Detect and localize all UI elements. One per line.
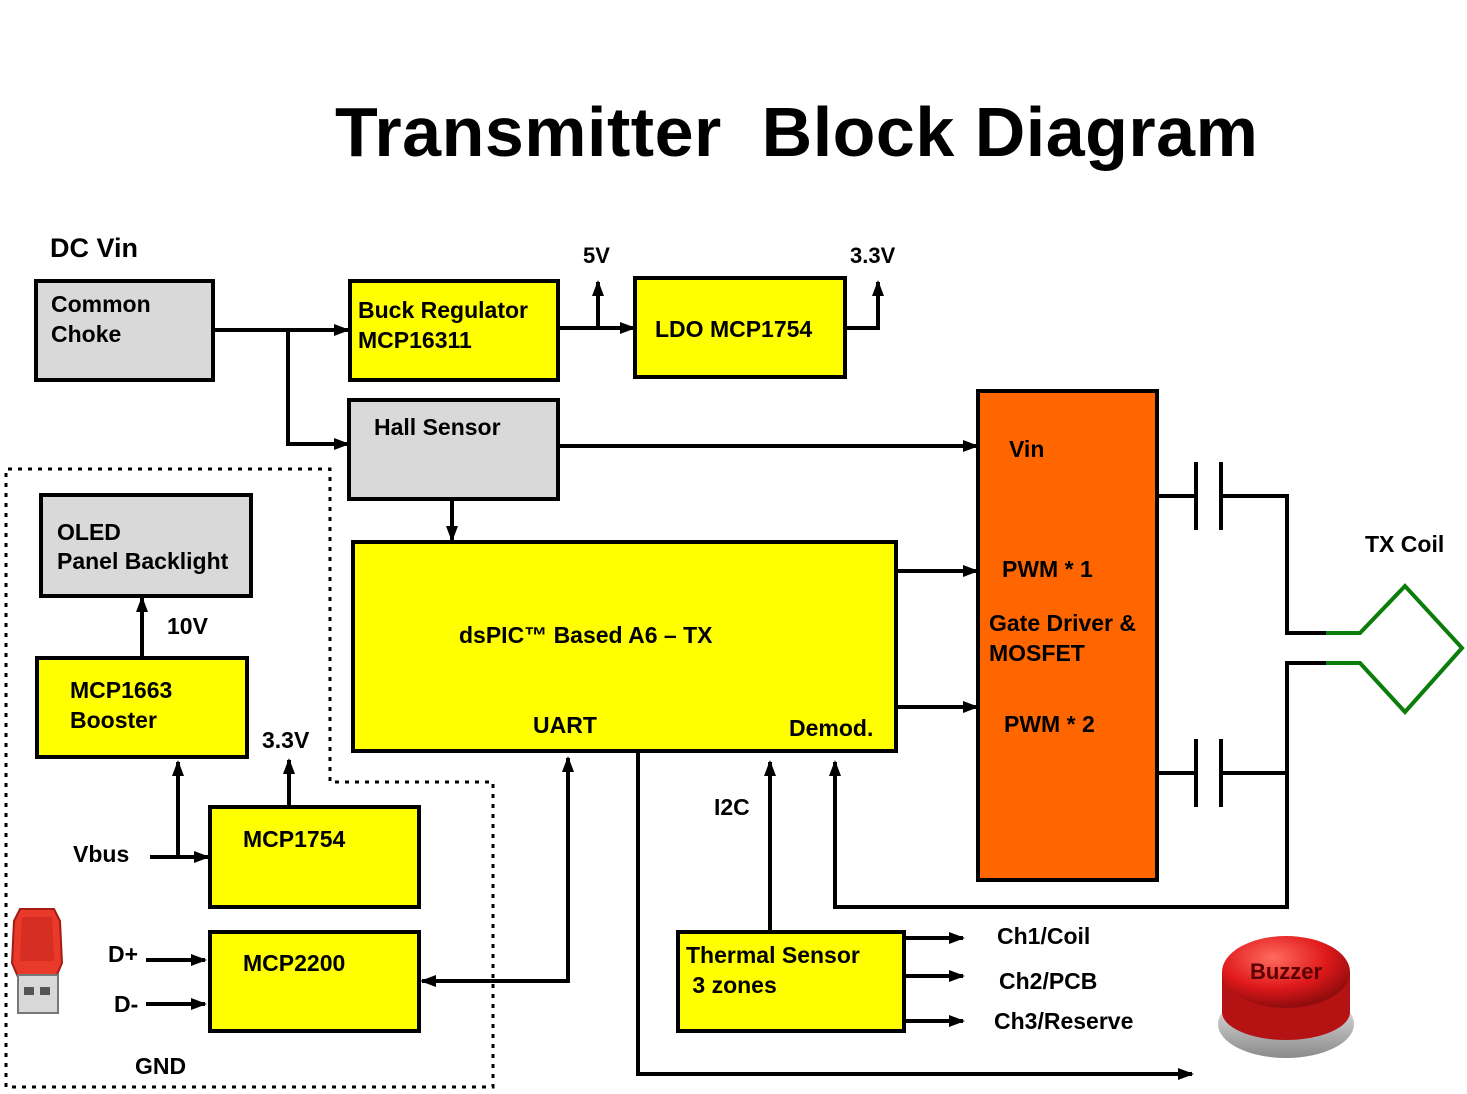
3v3-top-label: 3.3V xyxy=(850,243,896,268)
pwm2-label: PWM * 2 xyxy=(1004,711,1095,737)
oled-block: OLED Panel Backlight xyxy=(39,493,253,598)
wire-to-buzzer xyxy=(636,750,1194,1080)
common-choke-block: Common Choke xyxy=(34,279,215,382)
dminus-label: D- xyxy=(114,991,139,1017)
uart-label: UART xyxy=(533,712,597,738)
common-choke-label-1: Common xyxy=(51,291,151,317)
booster-block: MCP1663 Booster xyxy=(35,656,249,759)
demod-label: Demod. xyxy=(789,715,874,741)
wire-uart xyxy=(420,762,570,987)
buck-regulator-block: Buck Regulator MCP16311 xyxy=(348,279,560,382)
wire-choke-to-hall xyxy=(286,330,350,450)
gate-driver-label-1: Gate Driver & xyxy=(989,610,1137,636)
ldo-label: LDO MCP1754 xyxy=(655,316,813,342)
mcp1754-label: MCP1754 xyxy=(243,826,346,852)
ldo-block: LDO MCP1754 xyxy=(633,276,847,379)
i2c-label: I2C xyxy=(714,794,750,820)
dspic-block: dsPIC™ Based A6 – TX UART Demod. xyxy=(351,540,898,753)
5v-label: 5V xyxy=(583,243,610,268)
wire-demod-feedback xyxy=(829,760,1289,909)
mcp1754-block: MCP1754 xyxy=(208,805,421,909)
usb-plug-icon xyxy=(10,908,64,1014)
10v-label: 10V xyxy=(167,613,208,639)
oled-label-2: Panel Backlight xyxy=(57,548,229,574)
usb-boundary-dashed xyxy=(4,467,495,1089)
gnd-label: GND xyxy=(135,1053,187,1079)
ch1-label: Ch1/Coil xyxy=(997,923,1091,949)
hall-label: Hall Sensor xyxy=(374,414,501,440)
dspic-label: dsPIC™ Based A6 – TX xyxy=(459,622,713,648)
vbus-label: Vbus xyxy=(73,841,130,867)
pwm1-label: PWM * 1 xyxy=(1002,556,1093,582)
dc-vin-label: DC Vin xyxy=(50,233,139,263)
booster-label-2: Booster xyxy=(70,707,157,733)
tx-coil-icon xyxy=(1326,583,1465,715)
thermal-sensor-block: Thermal Sensor 3 zones xyxy=(676,930,906,1033)
thermal-label-1: Thermal Sensor xyxy=(686,942,860,968)
3v3-left-label: 3.3V xyxy=(262,727,310,753)
common-choke-label-2: Choke xyxy=(51,321,122,347)
buzzer-button-icon[interactable]: Buzzer xyxy=(1216,932,1356,1062)
mcp2200-label: MCP2200 xyxy=(243,950,346,976)
mcp2200-block: MCP2200 xyxy=(208,930,421,1033)
dplus-label: D+ xyxy=(108,941,139,967)
hall-sensor-block: Hall Sensor xyxy=(347,398,560,501)
ch2-label: Ch2/PCB xyxy=(999,968,1098,994)
gate-driver-label-2: MOSFET xyxy=(989,640,1085,666)
tx-coil-label: TX Coil xyxy=(1365,531,1445,557)
ch3-label: Ch3/Reserve xyxy=(994,1008,1134,1034)
wire-3v3-out xyxy=(845,280,884,330)
booster-label-1: MCP1663 xyxy=(70,677,173,703)
thermal-label-2: 3 zones xyxy=(686,972,777,998)
oled-label-1: OLED xyxy=(57,519,121,545)
buck-label-1: Buck Regulator xyxy=(358,297,528,323)
page-title: Transmitter Block Diagram xyxy=(335,93,1259,171)
buzzer-label: Buzzer xyxy=(1250,959,1323,984)
vin-label: Vin xyxy=(1009,436,1045,462)
buck-label-2: MCP16311 xyxy=(358,327,472,353)
gate-driver-block: Vin PWM * 1 Gate Driver & MOSFET PWM * 2 xyxy=(976,389,1159,882)
